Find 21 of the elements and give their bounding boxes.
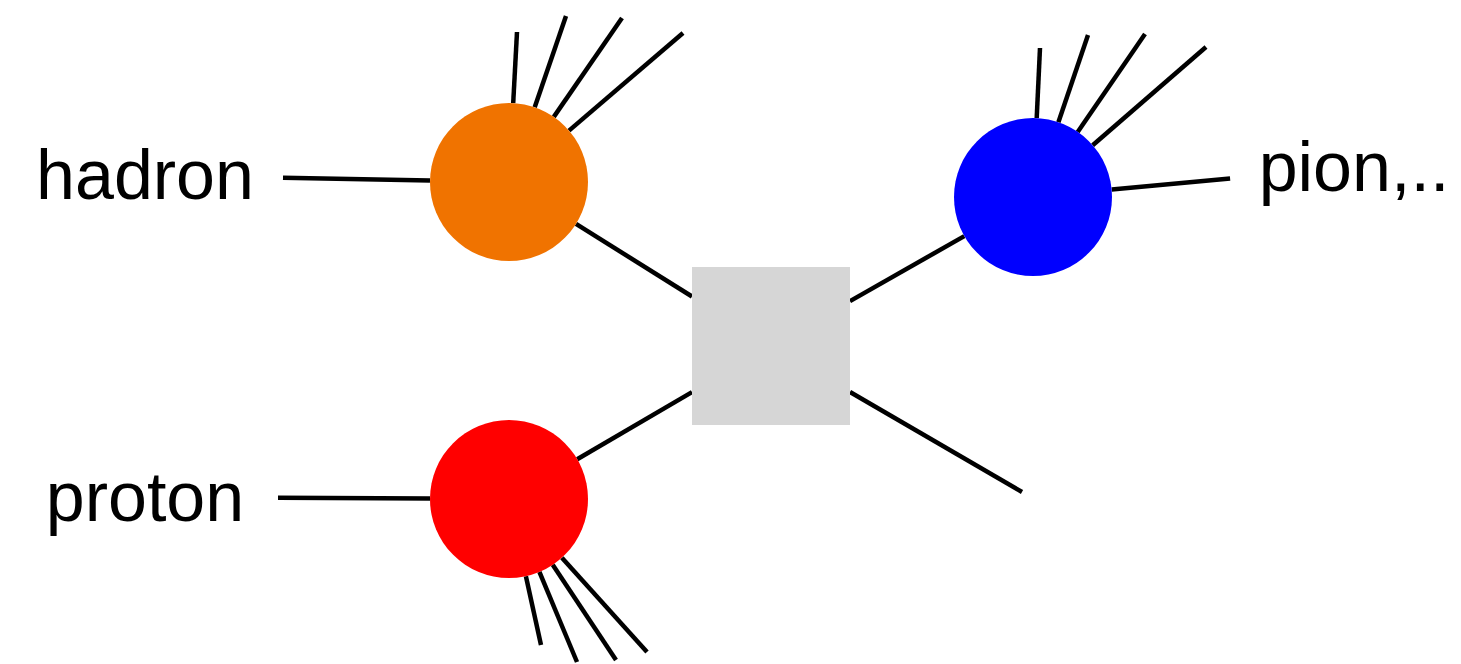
line (1056, 34, 1091, 123)
line (1034, 47, 1043, 119)
line (278, 495, 430, 501)
line (576, 390, 694, 462)
particle-label: hadron (25, 135, 265, 215)
vertex-square (692, 267, 850, 425)
line (523, 575, 544, 646)
line (282, 175, 431, 183)
line (560, 556, 649, 654)
line (532, 15, 569, 109)
line (1091, 45, 1208, 147)
line (551, 16, 624, 119)
line (550, 563, 618, 662)
line (1111, 176, 1231, 192)
line (567, 31, 685, 133)
line (510, 31, 520, 104)
particle-label: proton (30, 457, 260, 537)
line (1075, 32, 1147, 134)
line (574, 222, 694, 299)
particle-label: pion,.. (1248, 127, 1460, 207)
line (537, 571, 580, 663)
